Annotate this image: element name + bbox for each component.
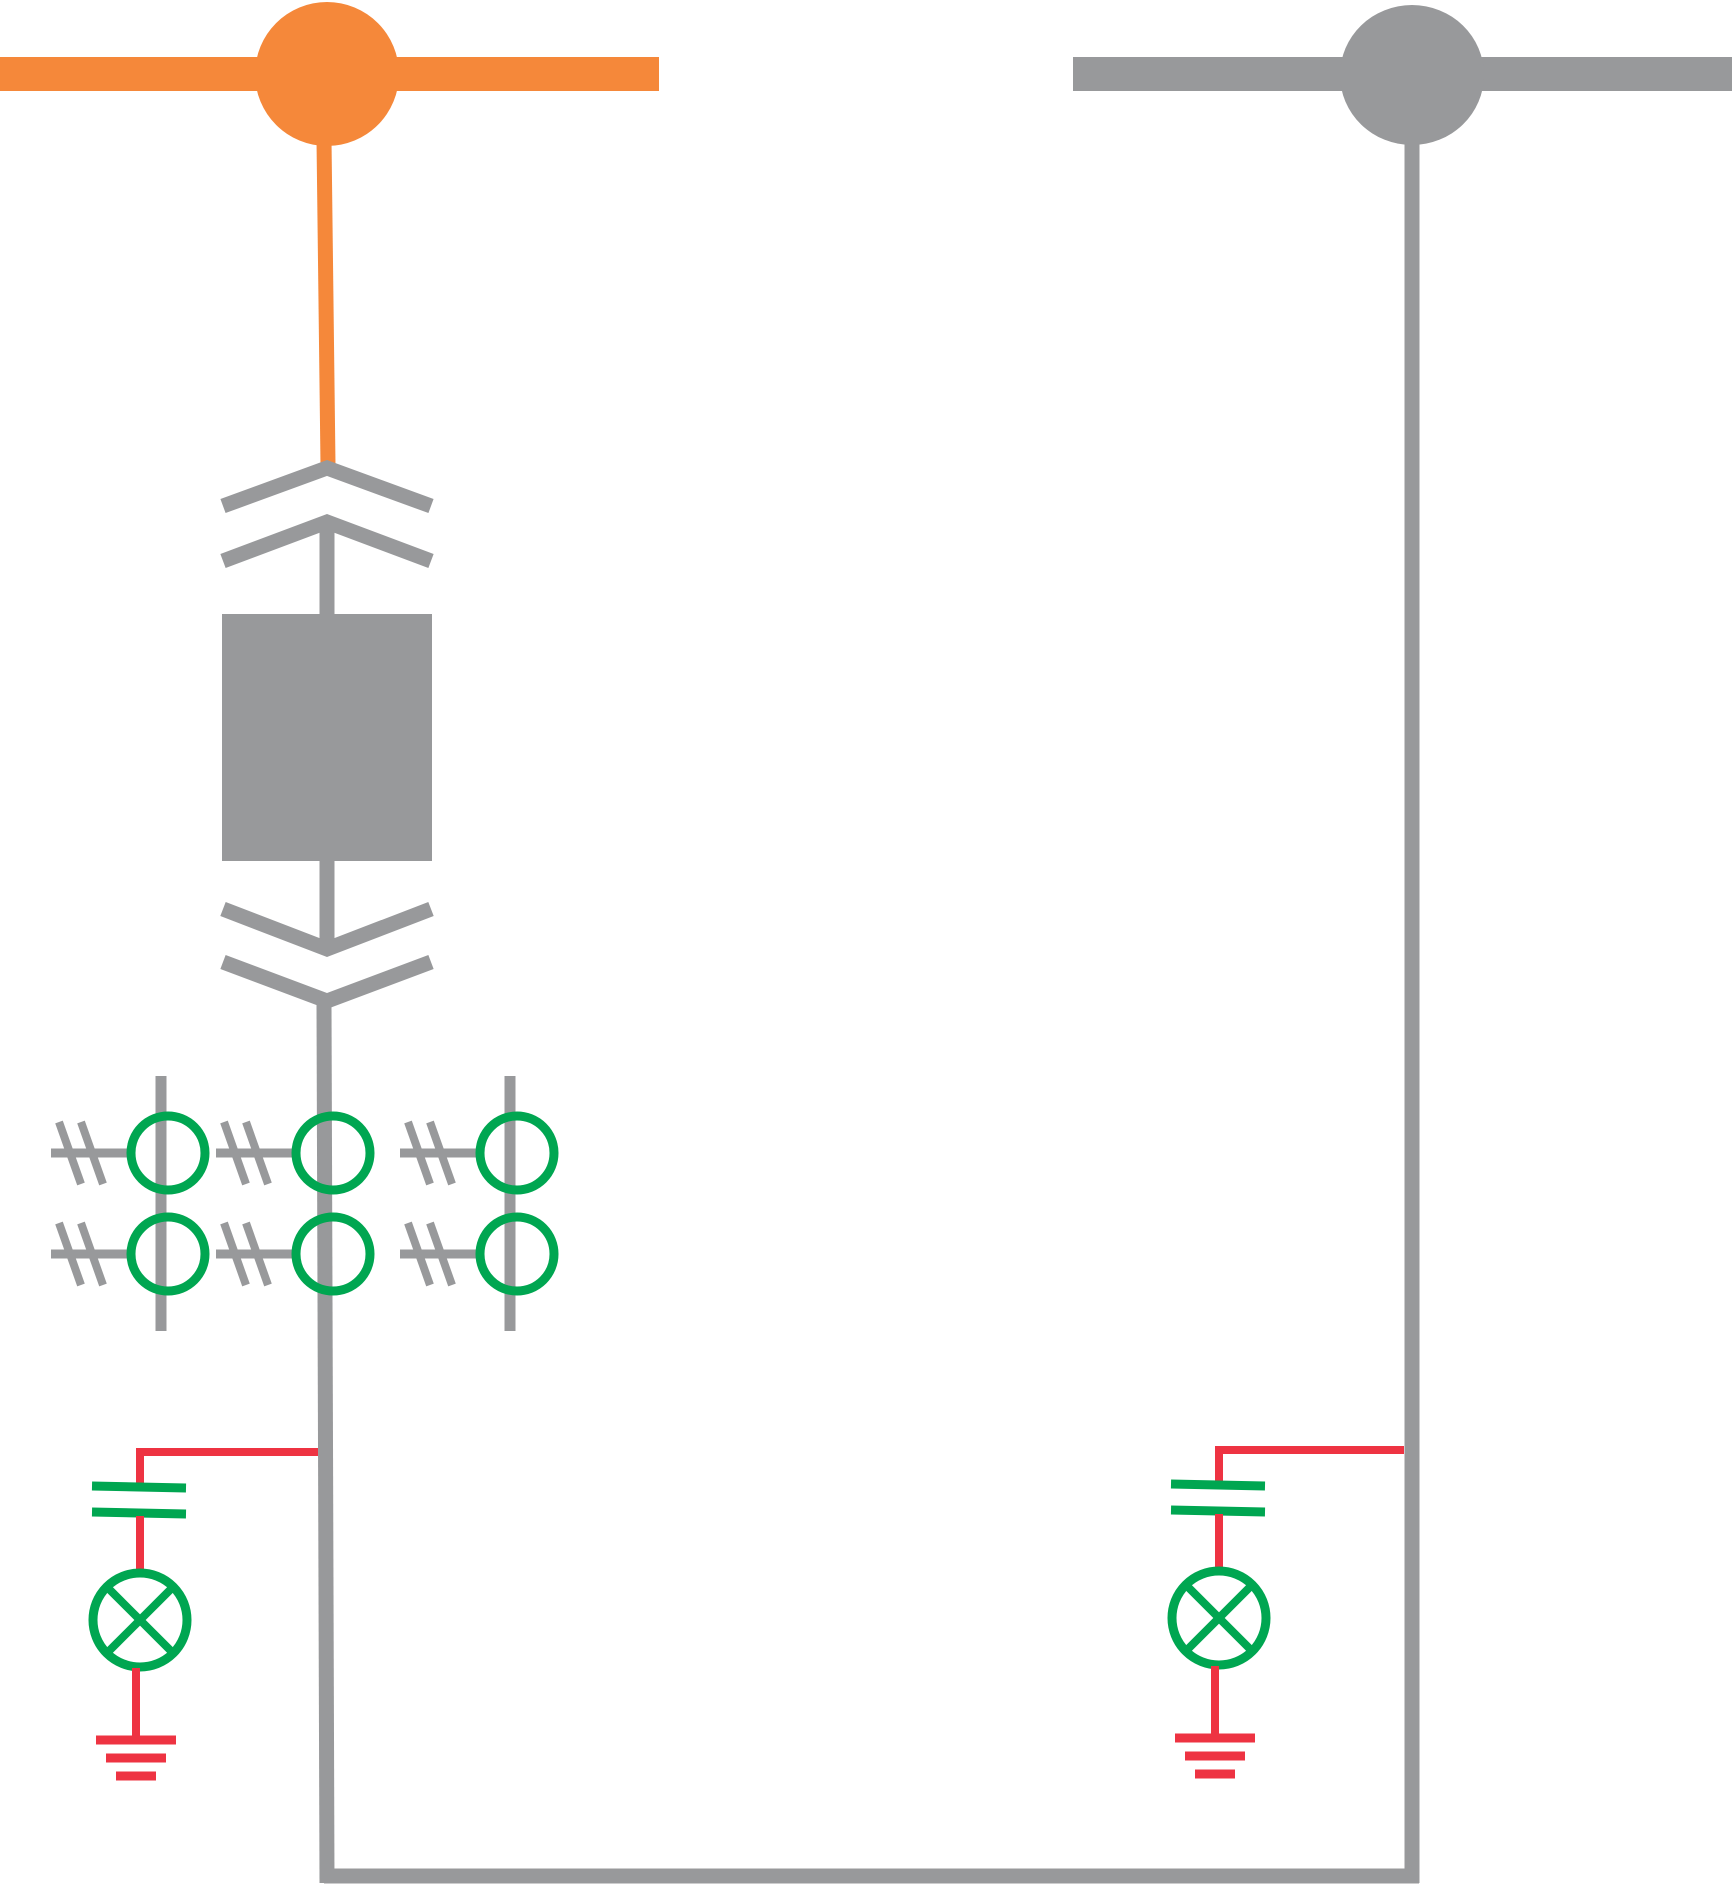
current-transformers [51, 1076, 559, 1331]
upper-plug-contact-inner [220, 513, 434, 569]
ct-tick-mark [77, 1120, 107, 1186]
busbar-right-node [1340, 5, 1484, 145]
circuit-breaker-body [222, 614, 432, 861]
indicator-feed-wire [136, 1448, 318, 1490]
main-conductor [316, 142, 1420, 1884]
lower-plug-contact-inner [220, 901, 434, 958]
indicator-lamp [1167, 1566, 1271, 1670]
busbar-right [1073, 5, 1732, 145]
busbar-left-node [255, 2, 399, 146]
ct-tick-mark [220, 1120, 250, 1186]
withdrawable-circuit-breaker [220, 460, 434, 1010]
current-transformer [51, 1111, 210, 1195]
ct-tick-mark [55, 1221, 85, 1287]
main-conductor-vertical-left [316, 1004, 335, 1884]
current-transformer [216, 1212, 375, 1296]
busbar-left [0, 2, 659, 146]
ct-ring [126, 1212, 210, 1296]
ct-tick-mark [404, 1221, 434, 1287]
current-transformer [51, 1212, 210, 1296]
capacitor-plate-bottom [91, 1507, 187, 1519]
capacitor-plate-top [1170, 1479, 1266, 1491]
feeder-conductor-orange [316, 139, 336, 466]
lamp-cross [1183, 1582, 1255, 1654]
ct-ring [291, 1212, 375, 1296]
ct-ring [291, 1111, 375, 1195]
current-transformer [400, 1212, 559, 1296]
ct-tick-mark [426, 1120, 456, 1186]
ct-tick-mark [426, 1221, 456, 1287]
indicator-feed-wire [1215, 1446, 1404, 1488]
voltage-indicator-right [1167, 1446, 1404, 1779]
capacitor-plate-bottom [1170, 1505, 1266, 1517]
ct-tick-mark [55, 1120, 85, 1186]
ct-ring [475, 1111, 559, 1195]
lamp-cross [104, 1584, 176, 1656]
current-transformer [216, 1111, 375, 1195]
ct-tick-mark [404, 1120, 434, 1186]
ct-ring [475, 1212, 559, 1296]
current-transformer [400, 1111, 559, 1195]
ct-ring [126, 1111, 210, 1195]
ct-tick-mark [220, 1221, 250, 1287]
indicator-lamp [88, 1568, 192, 1672]
ct-tick-mark [77, 1221, 107, 1287]
voltage-indicator-left [88, 1448, 318, 1781]
ct-tick-mark [242, 1221, 272, 1287]
ct-tick-mark [242, 1120, 272, 1186]
capacitor-plate-top [91, 1481, 187, 1493]
lower-plug-contact-outer [220, 954, 434, 1010]
upper-plug-contact-outer [220, 460, 434, 514]
